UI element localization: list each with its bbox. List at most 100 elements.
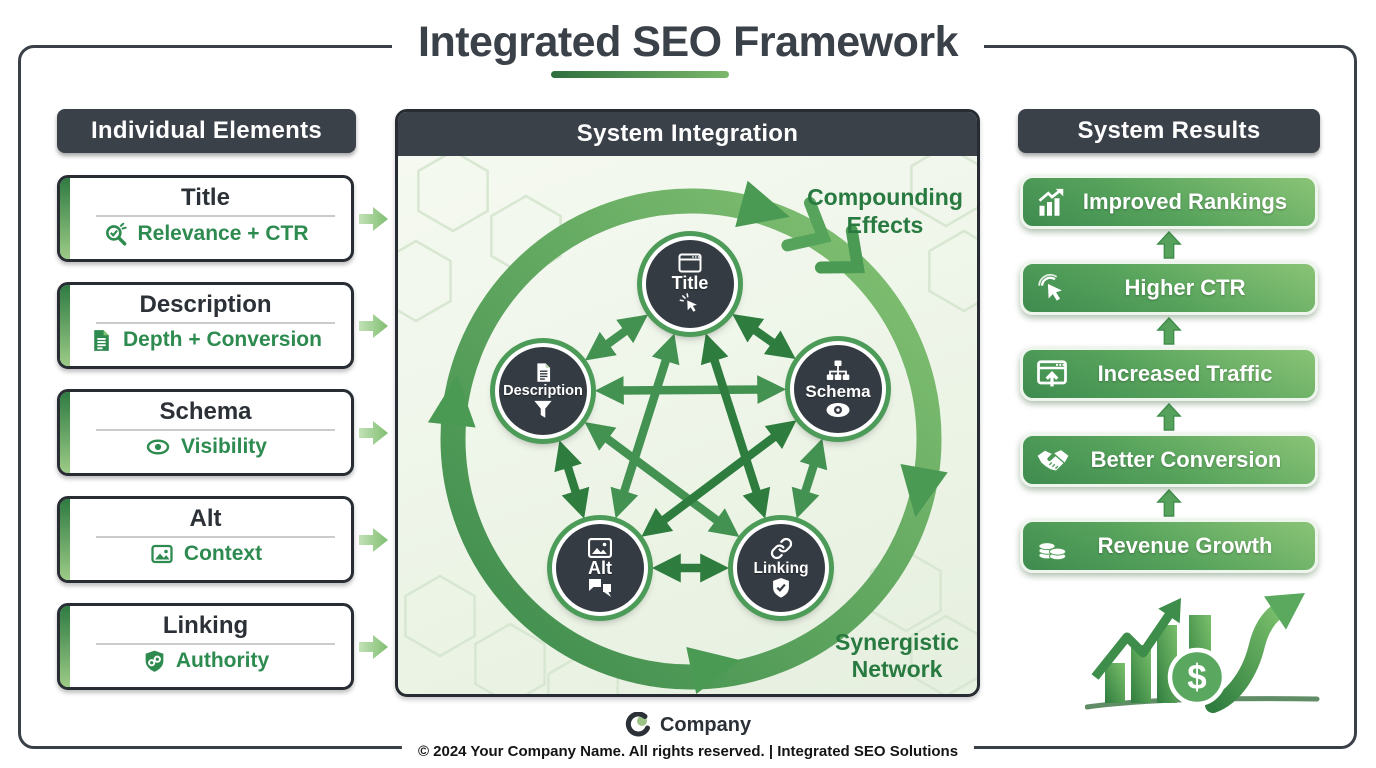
card-subtitle: Depth + Conversion — [123, 328, 322, 352]
eye-icon — [826, 402, 850, 417]
link-icon — [770, 537, 792, 559]
handshake-icon — [1037, 450, 1069, 471]
result-increased-traffic: Increased Traffic — [1020, 347, 1318, 401]
node-label: Linking — [753, 559, 809, 577]
up-arrow-icon — [1156, 231, 1182, 259]
funnel-icon — [534, 400, 552, 418]
element-card-linking: Linking Authority — [57, 603, 354, 690]
node-label: Description — [503, 383, 583, 400]
card-title: Description — [139, 291, 272, 318]
card-accent-strip — [60, 178, 70, 259]
search-check-icon — [105, 222, 127, 246]
card-accent-strip — [60, 392, 70, 473]
document-icon — [94, 329, 109, 351]
result-label: Improved Rankings — [1082, 189, 1288, 214]
up-arrow-icon — [1156, 317, 1182, 345]
window-up-arrow-icon — [1037, 360, 1067, 387]
element-card-description: Description Depth + Conversion — [57, 282, 354, 369]
cursor-click-icon — [1038, 274, 1062, 301]
flow-arrow-icon — [359, 528, 388, 552]
shield-check-icon — [773, 578, 789, 598]
node-alt: Alt — [552, 520, 648, 616]
center-column-header-label: System Integration — [576, 120, 799, 147]
dollar-coin-icon: $ — [1167, 647, 1227, 707]
card-subtitle-row: Authority — [60, 649, 351, 674]
eye-icon — [146, 439, 170, 455]
result-revenue-growth: Revenue Growth — [1020, 519, 1318, 573]
dollar-symbol: $ — [1187, 658, 1206, 697]
flow-arrow-icon — [359, 635, 388, 659]
coins-icon — [1038, 542, 1067, 560]
card-divider — [96, 214, 335, 217]
integration-diagram — [398, 156, 977, 694]
left-column-header: Individual Elements — [57, 109, 356, 153]
compounding-effects-label: Compounding Effects — [807, 184, 963, 238]
node-schema: Schema — [790, 341, 886, 437]
page-title: Integrated SEO Framework — [0, 16, 1376, 78]
flow-arrow-icon — [359, 421, 388, 445]
card-subtitle: Context — [183, 541, 263, 565]
card-subtitle-row: Visibility — [60, 435, 351, 459]
card-divider — [96, 428, 335, 431]
card-subtitle-row: Relevance + CTR — [60, 221, 351, 247]
node-label: Schema — [805, 381, 871, 401]
node-linking: Linking — [733, 520, 829, 616]
card-subtitle: Visibility — [181, 434, 267, 458]
document-icon — [536, 363, 550, 382]
card-subtitle-row: Context — [60, 542, 351, 566]
result-higher-ctr: Higher CTR — [1020, 261, 1318, 315]
card-title: Alt — [189, 505, 222, 532]
up-arrow-icon — [1156, 403, 1182, 431]
element-card-schema: Schema Visibility — [57, 389, 354, 476]
image-icon — [588, 538, 612, 558]
right-column-header: System Results — [1018, 109, 1320, 153]
card-title: Title — [181, 184, 230, 211]
image-icon — [151, 544, 173, 563]
element-card-title: Title Relevance + CTR — [57, 175, 354, 262]
chart-growth-icon — [1038, 188, 1064, 216]
result-label: Better Conversion — [1090, 447, 1282, 472]
card-subtitle-row: Depth + Conversion — [60, 328, 351, 353]
element-card-alt: Alt Context — [57, 496, 354, 583]
card-divider — [96, 642, 335, 645]
right-column-header-label: System Results — [1077, 117, 1261, 144]
card-subtitle: Authority — [175, 649, 270, 673]
card-title: Schema — [159, 398, 252, 425]
card-title: Linking — [162, 612, 249, 639]
shield-link-icon — [145, 650, 164, 672]
left-column-header-label: Individual Elements — [90, 117, 323, 144]
company-name: Company — [659, 713, 752, 736]
copyright-text: © 2024 Your Company Name. All rights res… — [401, 742, 975, 761]
swoosh-arrow — [1205, 593, 1305, 713]
synergistic-network-label: Synergistic Network — [835, 628, 959, 683]
node-description: Description — [495, 343, 591, 439]
card-subtitle: Relevance + CTR — [137, 221, 309, 245]
card-accent-strip — [60, 606, 70, 687]
node-title: Title — [642, 236, 738, 332]
chat-bubbles-icon — [589, 579, 611, 597]
growth-chart-illustration: $ — [1085, 593, 1320, 713]
flow-arrow-icon — [359, 314, 388, 338]
page-title-inner: Integrated SEO Framework — [392, 16, 984, 78]
network-arrows — [554, 313, 828, 583]
integration-panel: System Integration — [395, 109, 980, 697]
card-accent-strip — [60, 285, 70, 366]
card-divider — [96, 535, 335, 538]
node-label: Alt — [588, 558, 612, 578]
node-label: Title — [671, 273, 709, 293]
result-better-conversion: Better Conversion — [1020, 433, 1318, 487]
result-label: Increased Traffic — [1097, 361, 1273, 386]
result-improved-rankings: Improved Rankings — [1020, 175, 1318, 229]
cursor-click-icon — [679, 293, 697, 312]
company-logo-icon — [625, 712, 650, 737]
card-accent-strip — [60, 499, 70, 580]
circulation-ring — [427, 180, 948, 694]
zigzag-arrow — [1091, 598, 1181, 680]
result-label: Higher CTR — [1124, 275, 1246, 300]
flow-arrow-icon — [359, 207, 388, 231]
result-label: Revenue Growth — [1097, 533, 1273, 558]
company-branding: Company — [0, 712, 1376, 738]
browser-window-icon — [678, 253, 702, 273]
sitemap-icon — [826, 360, 850, 380]
